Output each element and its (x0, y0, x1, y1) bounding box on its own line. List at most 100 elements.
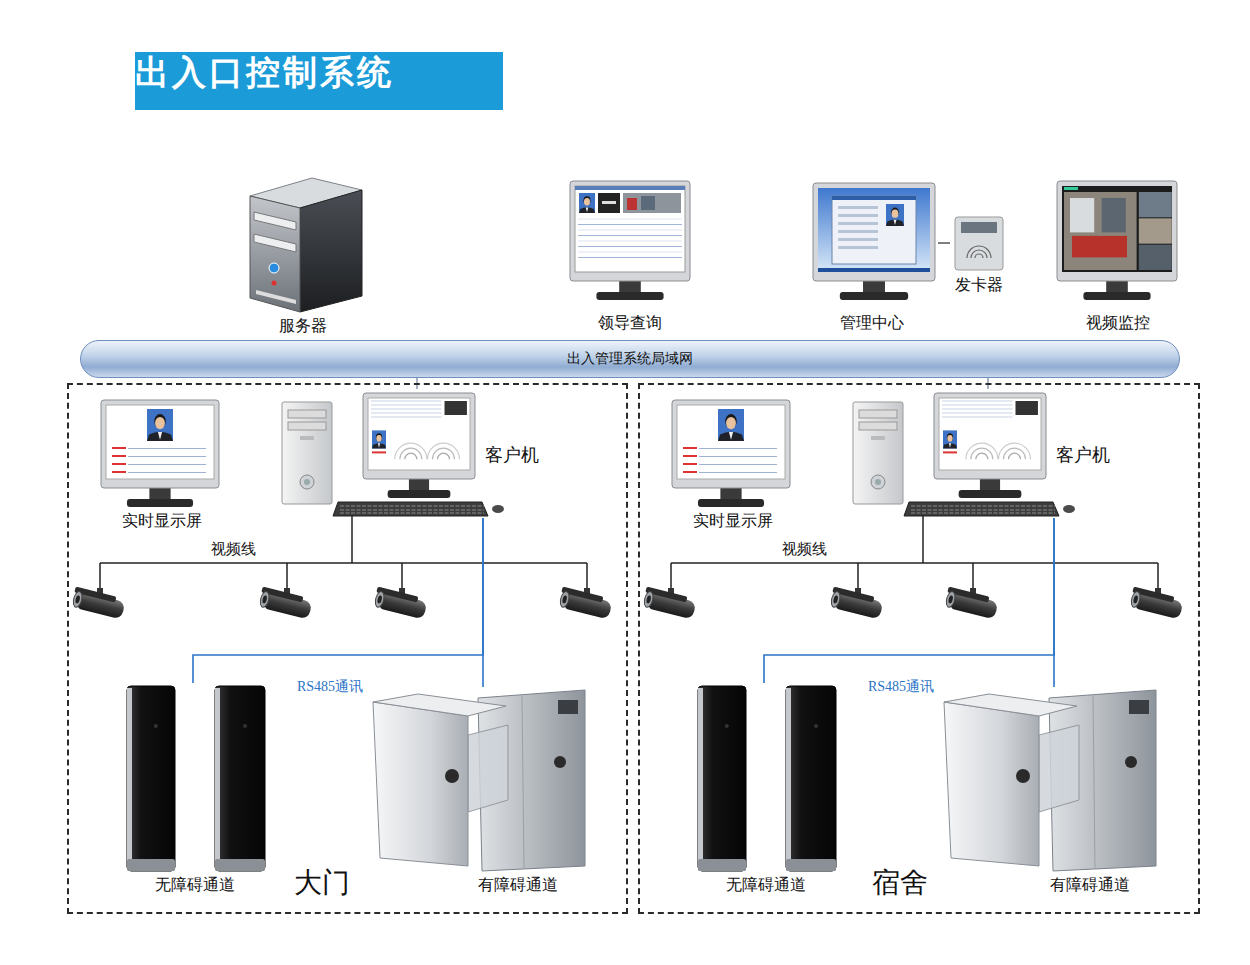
screen-row (371, 409, 441, 410)
photo-suit (886, 220, 904, 226)
pillar-body (215, 686, 265, 871)
camera-body (642, 587, 698, 620)
photo-bg (579, 193, 595, 213)
barrier-free-pillar (127, 686, 175, 871)
monitor-bezel (813, 183, 935, 281)
gate-node: 无障碍通道 (694, 683, 841, 895)
photo-face (376, 435, 381, 442)
connector (1053, 518, 1055, 687)
signal-arc (400, 448, 422, 459)
pc-case (282, 402, 332, 504)
server-tower (250, 178, 362, 312)
screen-row (942, 409, 1012, 410)
server-drive-bay (254, 234, 296, 252)
device-label: 客户机 (1056, 445, 1110, 467)
screen-rule (128, 464, 206, 465)
server-node: 服务器 (246, 176, 366, 336)
screen (368, 398, 470, 470)
photo-hair (154, 414, 165, 428)
turnstile-display (1129, 700, 1149, 714)
photo-shirt (729, 432, 733, 440)
screen-row (942, 413, 1012, 414)
photo-suit (579, 207, 595, 213)
pillar-edge (786, 688, 791, 869)
screen-field (838, 230, 878, 233)
monitor-base (1083, 292, 1150, 300)
screen-camera-view (623, 193, 681, 213)
device-label: 无障碍通道 (155, 875, 235, 894)
signal-arc (432, 448, 454, 459)
monitor (101, 400, 219, 507)
photo-bg (943, 430, 957, 448)
zone-name: 大门 (294, 866, 350, 900)
screen-row (578, 224, 682, 225)
photo-shirt (586, 207, 589, 212)
photo-shirt (894, 220, 897, 225)
photo-face (947, 435, 952, 442)
video-cell-detail (1072, 236, 1127, 258)
device-label: 实时显示屏 (693, 511, 773, 530)
screen-text-line (943, 451, 957, 453)
flap-turnstile (373, 690, 585, 871)
turnstile-sensor (1125, 756, 1137, 768)
card-reader-cable (935, 243, 955, 244)
pc-button (300, 475, 314, 489)
camera-lens (374, 591, 386, 608)
photo-suit (718, 432, 744, 441)
pillar-base (786, 859, 836, 871)
screen-text-line (112, 471, 126, 473)
photo-face (584, 198, 590, 206)
camera (373, 563, 429, 620)
keyboard-keys (911, 506, 1055, 507)
server-side (300, 190, 362, 312)
turnstile-top (373, 694, 506, 716)
zone-region: 宿舍实时显示屏客户机无障碍通道有障碍通道 (638, 383, 1200, 914)
photo-bg (147, 409, 173, 441)
keyboard-keys (911, 513, 1055, 514)
monitor (934, 393, 1046, 498)
camera-wire (1157, 563, 1159, 589)
zone-name: 宿舍 (872, 866, 928, 900)
turnstile-seam (522, 696, 524, 868)
signal-arc (405, 453, 417, 459)
camera-wire (401, 563, 403, 589)
signal-arc (395, 443, 427, 459)
screen-row (371, 417, 441, 418)
screen-text-line (112, 447, 126, 449)
screen-row (942, 417, 1012, 418)
monitor (570, 181, 690, 300)
screen (818, 188, 930, 272)
screen-rule (699, 448, 777, 449)
signal-arc (971, 250, 987, 258)
turnstile-sensor (1016, 769, 1030, 783)
server-led (269, 263, 279, 273)
screen-row (578, 241, 682, 242)
camera-glass (948, 595, 954, 604)
monitor-bezel (672, 400, 790, 488)
signal-arc (437, 453, 449, 459)
screen-rule (699, 464, 777, 465)
turnstile-flap (1039, 725, 1079, 812)
screen-dialog (832, 196, 916, 264)
screen (1062, 186, 1172, 272)
server-slot (256, 290, 296, 304)
camera-body (373, 587, 429, 620)
camera-glass (833, 595, 839, 604)
monitor-node: 视频监控 (1053, 178, 1181, 336)
video-cell-detail (1070, 198, 1094, 232)
screen-camera-view (445, 401, 467, 415)
camera (944, 563, 1000, 620)
video-cell (1139, 218, 1172, 243)
connector (764, 518, 1054, 683)
camera-glass (377, 595, 383, 604)
server-drive-bay (254, 212, 296, 230)
screen-text-line (683, 471, 697, 473)
pillar-sensor (154, 724, 158, 728)
camera-wire (286, 563, 288, 589)
pillar-sensor (243, 724, 247, 728)
signal-arc (1003, 448, 1025, 459)
pc-drive-bay (288, 422, 326, 430)
